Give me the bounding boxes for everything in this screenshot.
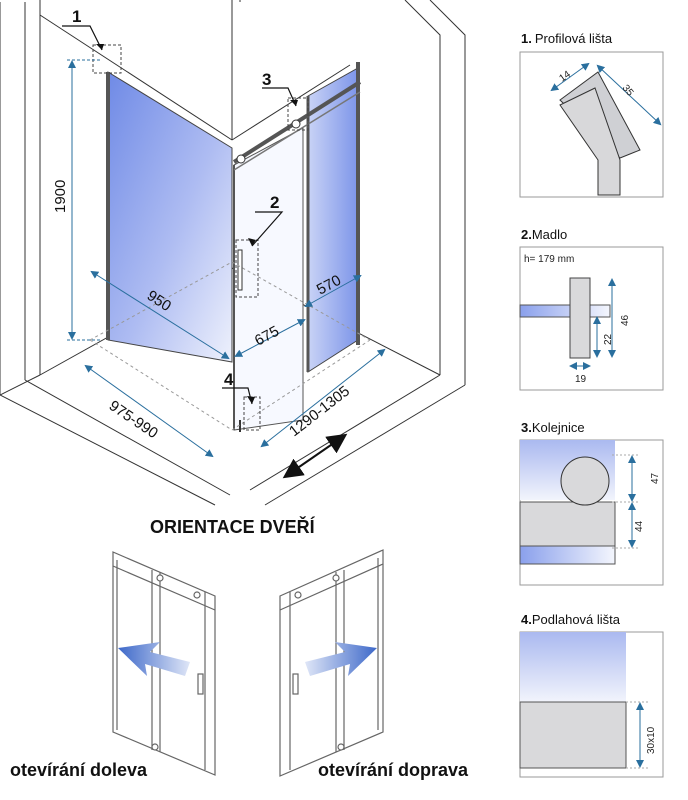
- detail-3-number: 3.: [521, 420, 532, 435]
- svg-text:4.Podlahová lišta: 4.Podlahová lišta: [521, 612, 621, 627]
- detail-2-dim-c: 19: [575, 374, 587, 385]
- callout-1: 1: [72, 7, 81, 26]
- detail-3-rail: 3.Kolejnice 47 44: [519, 420, 664, 586]
- detail-2-dim-a: 46: [620, 314, 631, 326]
- door-glass-panel: [233, 127, 304, 431]
- detail-1-number: 1.: [521, 31, 532, 46]
- detail-4-title: Podlahová lišta: [532, 612, 621, 627]
- top-rail: [232, 80, 362, 171]
- callout-2: 2: [270, 193, 279, 212]
- dim-range-left: 975-990: [106, 397, 161, 442]
- svg-text:1.Profilová lišta: 1.Profilová lišta: [521, 31, 613, 46]
- right-opening-label: otevírání doprava: [318, 760, 469, 780]
- detail-3-dim-b: 44: [634, 520, 645, 532]
- callout-arrowheads: [96, 44, 298, 404]
- detail-4-floor-bar: 4.Podlahová lišta 30x10: [519, 612, 664, 778]
- detail-3-title: Kolejnice: [532, 420, 585, 435]
- detail-2-note: h= 179 mm: [524, 254, 574, 265]
- detail-2-dim-b: 22: [603, 333, 614, 345]
- callout-4: 4: [224, 370, 234, 389]
- svg-text:3.Kolejnice: 3.Kolejnice: [521, 420, 585, 435]
- right-opening-sketch: [279, 549, 384, 777]
- orientation-title: ORIENTACE DVEŘÍ: [150, 516, 316, 537]
- detail-2-number: 2.: [521, 227, 532, 242]
- detail-2-handle: 2.Madlo h= 179 mm 46 22 19: [519, 227, 664, 391]
- detail-1-title: Profilová lišta: [535, 31, 613, 46]
- sliding-direction-arrow: [282, 433, 348, 479]
- detail-4-number: 4.: [521, 612, 532, 627]
- detail-2-title: Madlo: [532, 227, 567, 242]
- left-glass-panel: [106, 71, 233, 363]
- dim-height: 1900: [52, 180, 69, 213]
- svg-text:2.Madlo: 2.Madlo: [521, 227, 567, 242]
- detail-1-profile-bar: 1.Profilová lišta 14 35: [519, 31, 664, 198]
- left-arrow: [118, 642, 190, 676]
- detail-4-dim: 30x10: [646, 726, 657, 754]
- right-arrow: [305, 642, 377, 676]
- callout-3: 3: [262, 70, 271, 89]
- dimension-lines: [67, 59, 386, 458]
- detail-3-dim-a: 47: [650, 472, 661, 484]
- door-handle: [237, 249, 243, 432]
- left-opening-label: otevírání doleva: [10, 760, 148, 780]
